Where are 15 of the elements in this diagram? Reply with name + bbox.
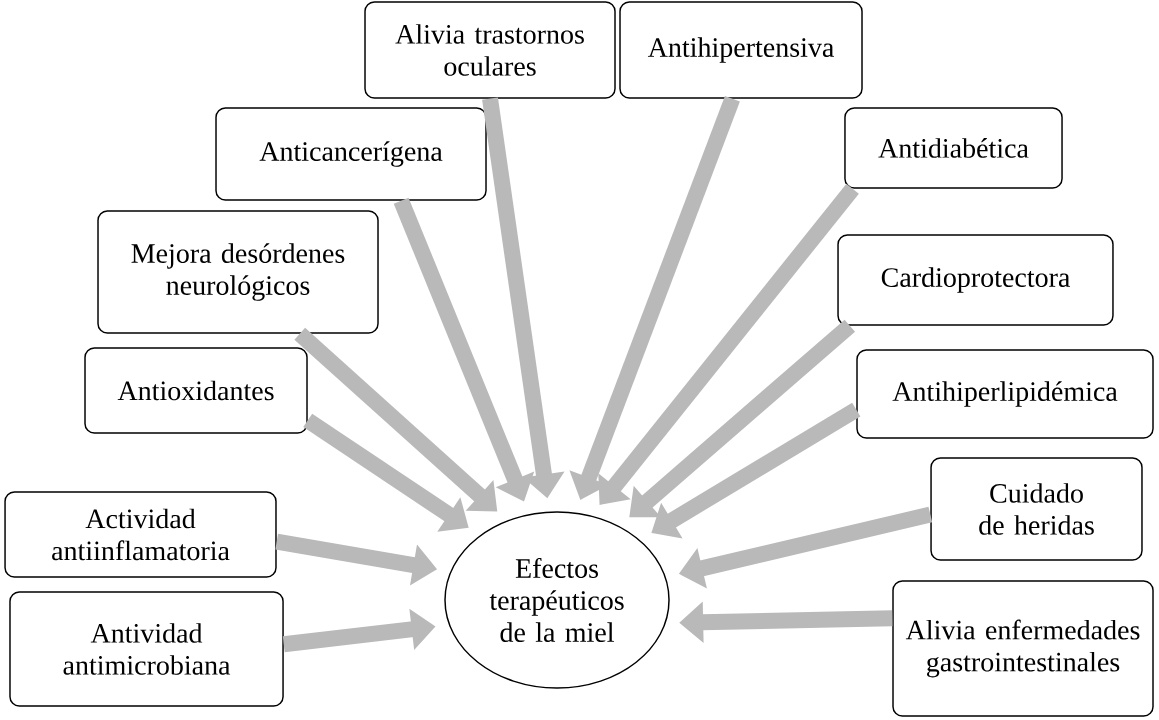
effect-box: Antioxidantes (84, 347, 308, 434)
effect-box: Mejora desórdenes neurológicos (97, 210, 379, 334)
effect-box: Antividad antimicrobiana (9, 591, 284, 707)
ellipse-node: Efectos terapéuticos de la miel (444, 511, 670, 689)
effect-box: Alivia trastornos oculares (364, 1, 616, 99)
block-arrow (598, 183, 859, 505)
effect-box: Actividad antiinflamatoria (4, 491, 277, 578)
effect-box: Anticancerígena (215, 107, 487, 201)
effect-box: Antihiperlipidémica (856, 349, 1154, 439)
effect-box: Antidiabética (844, 107, 1063, 189)
effect-box: Cuidado de heridas (930, 457, 1143, 561)
effect-box: Alivia enfermedades gastrointestinales (892, 580, 1154, 717)
effect-box: Cardioprotectora (837, 234, 1114, 326)
effect-box: Antihipertensiva (619, 1, 863, 99)
block-arrow (629, 319, 856, 518)
